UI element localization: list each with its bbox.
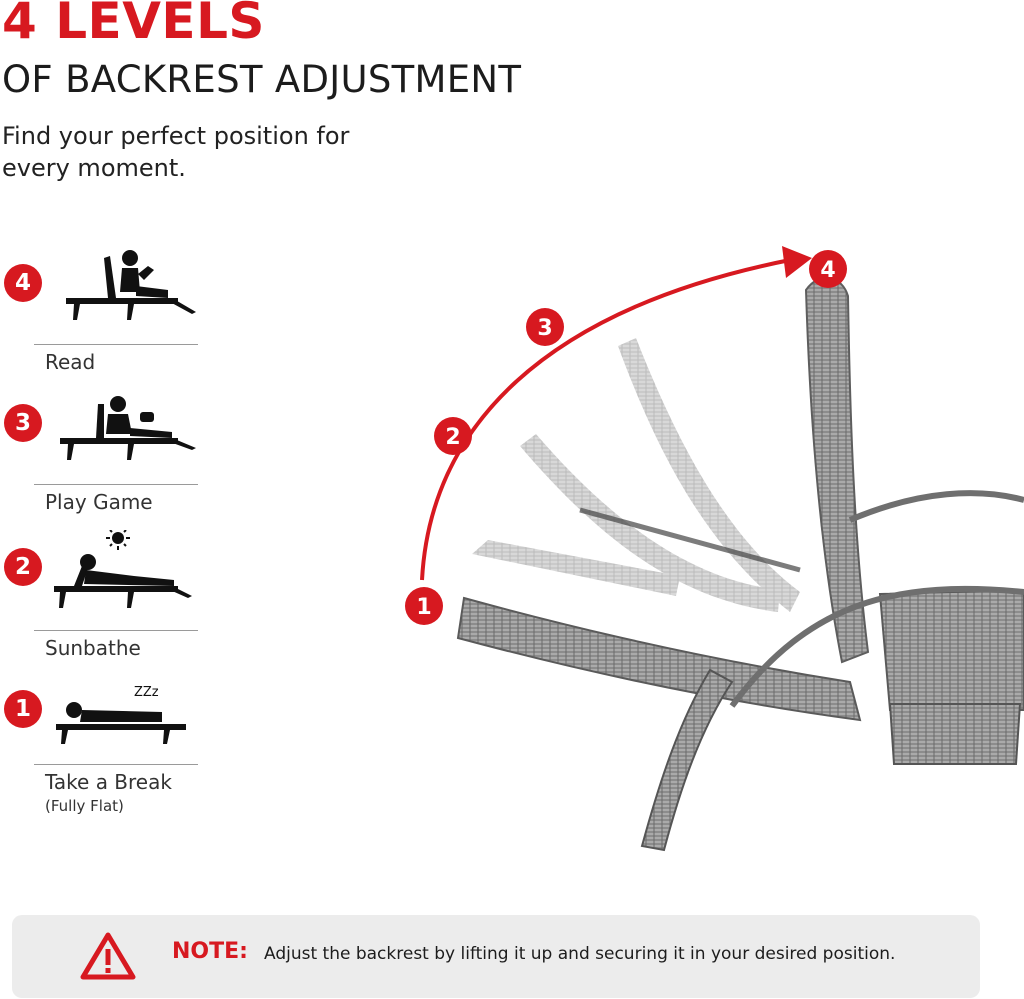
position-marker-1: 1 xyxy=(405,587,443,625)
level-2: 2 Sunbathe xyxy=(0,530,210,688)
svg-text:1: 1 xyxy=(416,595,431,620)
backrest-ghost-positions xyxy=(472,338,800,612)
level-divider xyxy=(34,484,198,485)
level-badge: 3 xyxy=(4,404,42,442)
lounge-back-rail xyxy=(848,490,1024,523)
sunbathing-person-icon xyxy=(54,530,192,608)
chaise-lounge-illustration: 1 2 3 4 xyxy=(405,246,1024,852)
level-divider xyxy=(34,764,198,765)
level-3: 3 Play Game xyxy=(0,396,210,544)
level-sublabel: (Fully Flat) xyxy=(45,797,124,815)
level-divider xyxy=(34,344,198,345)
svg-text:3: 3 xyxy=(537,316,552,341)
level-badge: 4 xyxy=(4,264,42,302)
lounge-drawer xyxy=(888,703,1022,765)
lounge-arm-rail xyxy=(729,585,1024,708)
level-label: Read xyxy=(45,350,96,374)
sleeping-person-icon: ZZz xyxy=(56,685,186,744)
reading-person-icon xyxy=(66,250,196,320)
lounge-footrest xyxy=(878,588,1024,711)
level-divider xyxy=(34,630,198,631)
subheadline: OF BACKREST ADJUSTMENT xyxy=(2,58,522,101)
level-1: 1 ZZz Take a Break (Fully Flat) xyxy=(0,685,210,830)
warning-triangle-icon xyxy=(80,932,136,980)
lounge-seat xyxy=(456,596,862,722)
level-badge: 1 xyxy=(4,690,42,728)
level-4: 4 Read xyxy=(0,250,210,404)
level-label: Sunbathe xyxy=(45,636,141,660)
lounge-support-bar xyxy=(579,507,801,573)
tagline: Find your perfect position for every mom… xyxy=(2,122,350,182)
svg-text:2: 2 xyxy=(445,425,460,450)
sleep-zzz-text: ZZz xyxy=(134,685,159,700)
backrest-upright xyxy=(804,276,870,664)
note-label: NOTE: xyxy=(172,939,248,964)
level-label: Take a Break xyxy=(45,770,172,794)
level-badge: 2 xyxy=(4,548,42,586)
position-marker-4: 4 xyxy=(809,250,847,288)
gaming-person-icon xyxy=(60,396,196,460)
adjustment-arc xyxy=(420,258,791,581)
headline: 4 LEVELS xyxy=(2,0,265,50)
position-marker-2: 2 xyxy=(434,417,472,455)
note-text: Adjust the backrest by lifting it up and… xyxy=(264,944,896,964)
sun-icon xyxy=(106,530,130,550)
position-marker-3: 3 xyxy=(526,308,564,346)
level-label: Play Game xyxy=(45,490,153,514)
note-bar: NOTE: Adjust the backrest by lifting it … xyxy=(12,915,980,998)
svg-text:4: 4 xyxy=(820,258,835,283)
lounge-front-leg xyxy=(640,668,734,852)
arc-arrowhead xyxy=(782,246,812,278)
